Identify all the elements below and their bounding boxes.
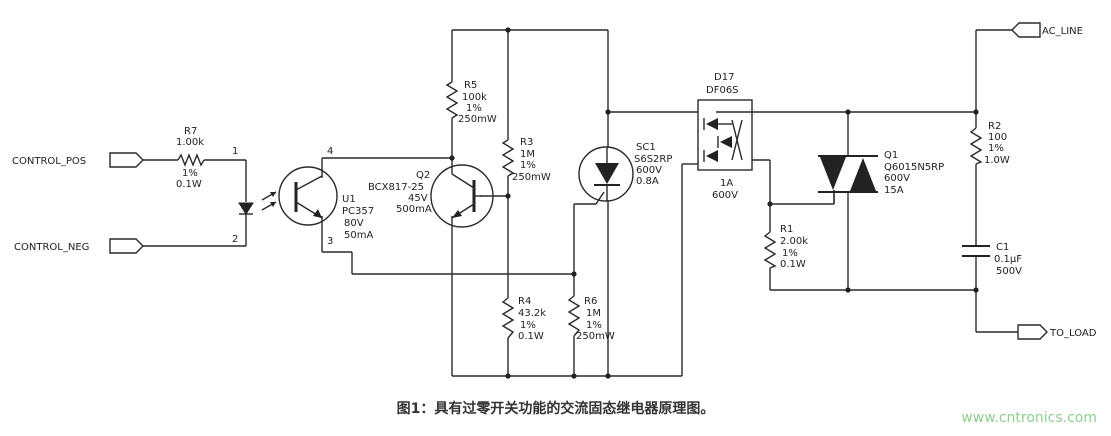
- resistor-r4: R4 43.2k 1% 0.1W: [501, 296, 546, 342]
- phototransistor-u1: U1 PC357 80V 50mA: [278, 166, 374, 241]
- resistor-r3: R3 1M 1% 250mW: [501, 137, 551, 183]
- label-r1-1: 2.00k: [780, 236, 808, 247]
- label-d17-1: DF06S: [706, 85, 739, 96]
- label-ac-line: AC_LINE: [1042, 26, 1083, 37]
- resistor-r7: R7 1.00k 1% 0.1W: [176, 126, 205, 190]
- label-r2-0: R2: [988, 121, 1001, 132]
- label-r3-3: 250mW: [512, 172, 551, 183]
- label-q1-0: Q1: [884, 150, 898, 161]
- label-r5-0: R5: [464, 80, 477, 91]
- junction-dots: [449, 27, 979, 379]
- label-sc1-2: 600V: [636, 165, 662, 176]
- label-r3-1: 1M: [520, 149, 535, 160]
- transistor-q2: Q2 BCX817-25 45V 500mA: [368, 164, 494, 228]
- resistor-r2: R2 100 1% 1.0W: [969, 121, 1010, 166]
- capacitor-c1: C1 0.1µF 500V: [962, 242, 1022, 277]
- label-r7-2: 1%: [182, 168, 198, 179]
- label-d17-0: D17: [714, 72, 734, 83]
- label-r4-1: 43.2k: [518, 308, 546, 319]
- label-d17-rating-0: 1A: [720, 178, 733, 189]
- figure-caption: 图1：具有过零开关功能的交流固态继电器原理图。: [396, 401, 715, 417]
- scr-sc1: SC1 S6S2RP 600V 0.8A: [578, 142, 672, 202]
- pin-3: 3: [327, 236, 333, 247]
- label-q2-3: 500mA: [396, 204, 432, 215]
- label-r6-1: 1M: [586, 308, 601, 319]
- label-q1-1: Q6015N5RP: [884, 162, 944, 173]
- label-r7-3: 0.1W: [176, 179, 202, 190]
- label-q1-2: 600V: [884, 173, 910, 184]
- label-r4-2: 1%: [520, 320, 536, 331]
- label-to-load: TO_LOAD: [1049, 328, 1097, 339]
- label-r6-0: R6: [584, 296, 597, 307]
- triac-q1: Q1 Q6015N5RP 600V 15A: [818, 150, 944, 204]
- port-ac-line: AC_LINE: [1011, 22, 1083, 38]
- resistor-r5: R5 100k 1% 250mW: [445, 80, 497, 125]
- label-r3-2: 1%: [520, 160, 536, 171]
- port-control-neg: CONTROL_NEG: [14, 238, 144, 254]
- label-r2-3: 1.0W: [984, 155, 1010, 166]
- label-sc1-3: 0.8A: [636, 176, 659, 187]
- label-r3-0: R3: [520, 137, 533, 148]
- label-c1-0: C1: [996, 242, 1009, 253]
- label-c1-1: 0.1µF: [994, 254, 1022, 265]
- label-sc1-1: S6S2RP: [634, 154, 672, 165]
- label-sc1-0: SC1: [636, 142, 656, 153]
- label-d17-rating-1: 600V: [712, 190, 738, 201]
- label-r2-1: 100: [988, 132, 1007, 143]
- resistor-r1: R1 2.00k 1% 0.1W: [763, 224, 808, 270]
- label-u1-0: U1: [342, 194, 356, 205]
- label-q2-0: Q2: [416, 170, 430, 181]
- label-r4-3: 0.1W: [518, 331, 544, 342]
- port-to-load: TO_LOAD: [1017, 324, 1097, 340]
- label-c1-2: 500V: [996, 266, 1022, 277]
- watermark: www.cntronics.com: [961, 410, 1097, 426]
- label-q2-2: 45V: [408, 193, 428, 204]
- label-q2-1: BCX817-25: [368, 182, 424, 193]
- label-r6-2: 1%: [586, 320, 602, 331]
- optocoupler-led: [238, 191, 277, 215]
- pin-1: 1: [232, 146, 238, 157]
- label-control-neg: CONTROL_NEG: [14, 242, 89, 253]
- label-u1-2: 80V: [344, 218, 364, 229]
- label-r1-0: R1: [780, 224, 793, 235]
- label-q1-3: 15A: [884, 185, 904, 196]
- label-r4-0: R4: [518, 296, 531, 307]
- label-r5-1: 100k: [462, 92, 487, 103]
- label-u1-1: PC357: [342, 206, 374, 217]
- label-r5-2: 1%: [466, 103, 482, 114]
- bridge-rectifier-d17: D17 DF06S 1A 600V: [697, 72, 753, 201]
- pin-4: 4: [327, 146, 333, 157]
- label-r7-0: R7: [184, 126, 197, 137]
- label-r5-3: 250mW: [458, 114, 497, 125]
- port-control-pos: CONTROL_POS: [12, 152, 144, 168]
- resistor-r6: R6 1M 1% 250mW: [567, 295, 615, 342]
- label-u1-3: 50mA: [344, 230, 373, 241]
- label-r7-1: 1.00k: [176, 137, 204, 148]
- label-r6-3: 250mW: [576, 331, 615, 342]
- label-r1-2: 1%: [782, 248, 798, 259]
- label-r2-2: 1%: [988, 143, 1004, 154]
- label-r1-3: 0.1W: [780, 259, 806, 270]
- pin-2: 2: [232, 234, 238, 245]
- label-control-pos: CONTROL_POS: [12, 156, 86, 167]
